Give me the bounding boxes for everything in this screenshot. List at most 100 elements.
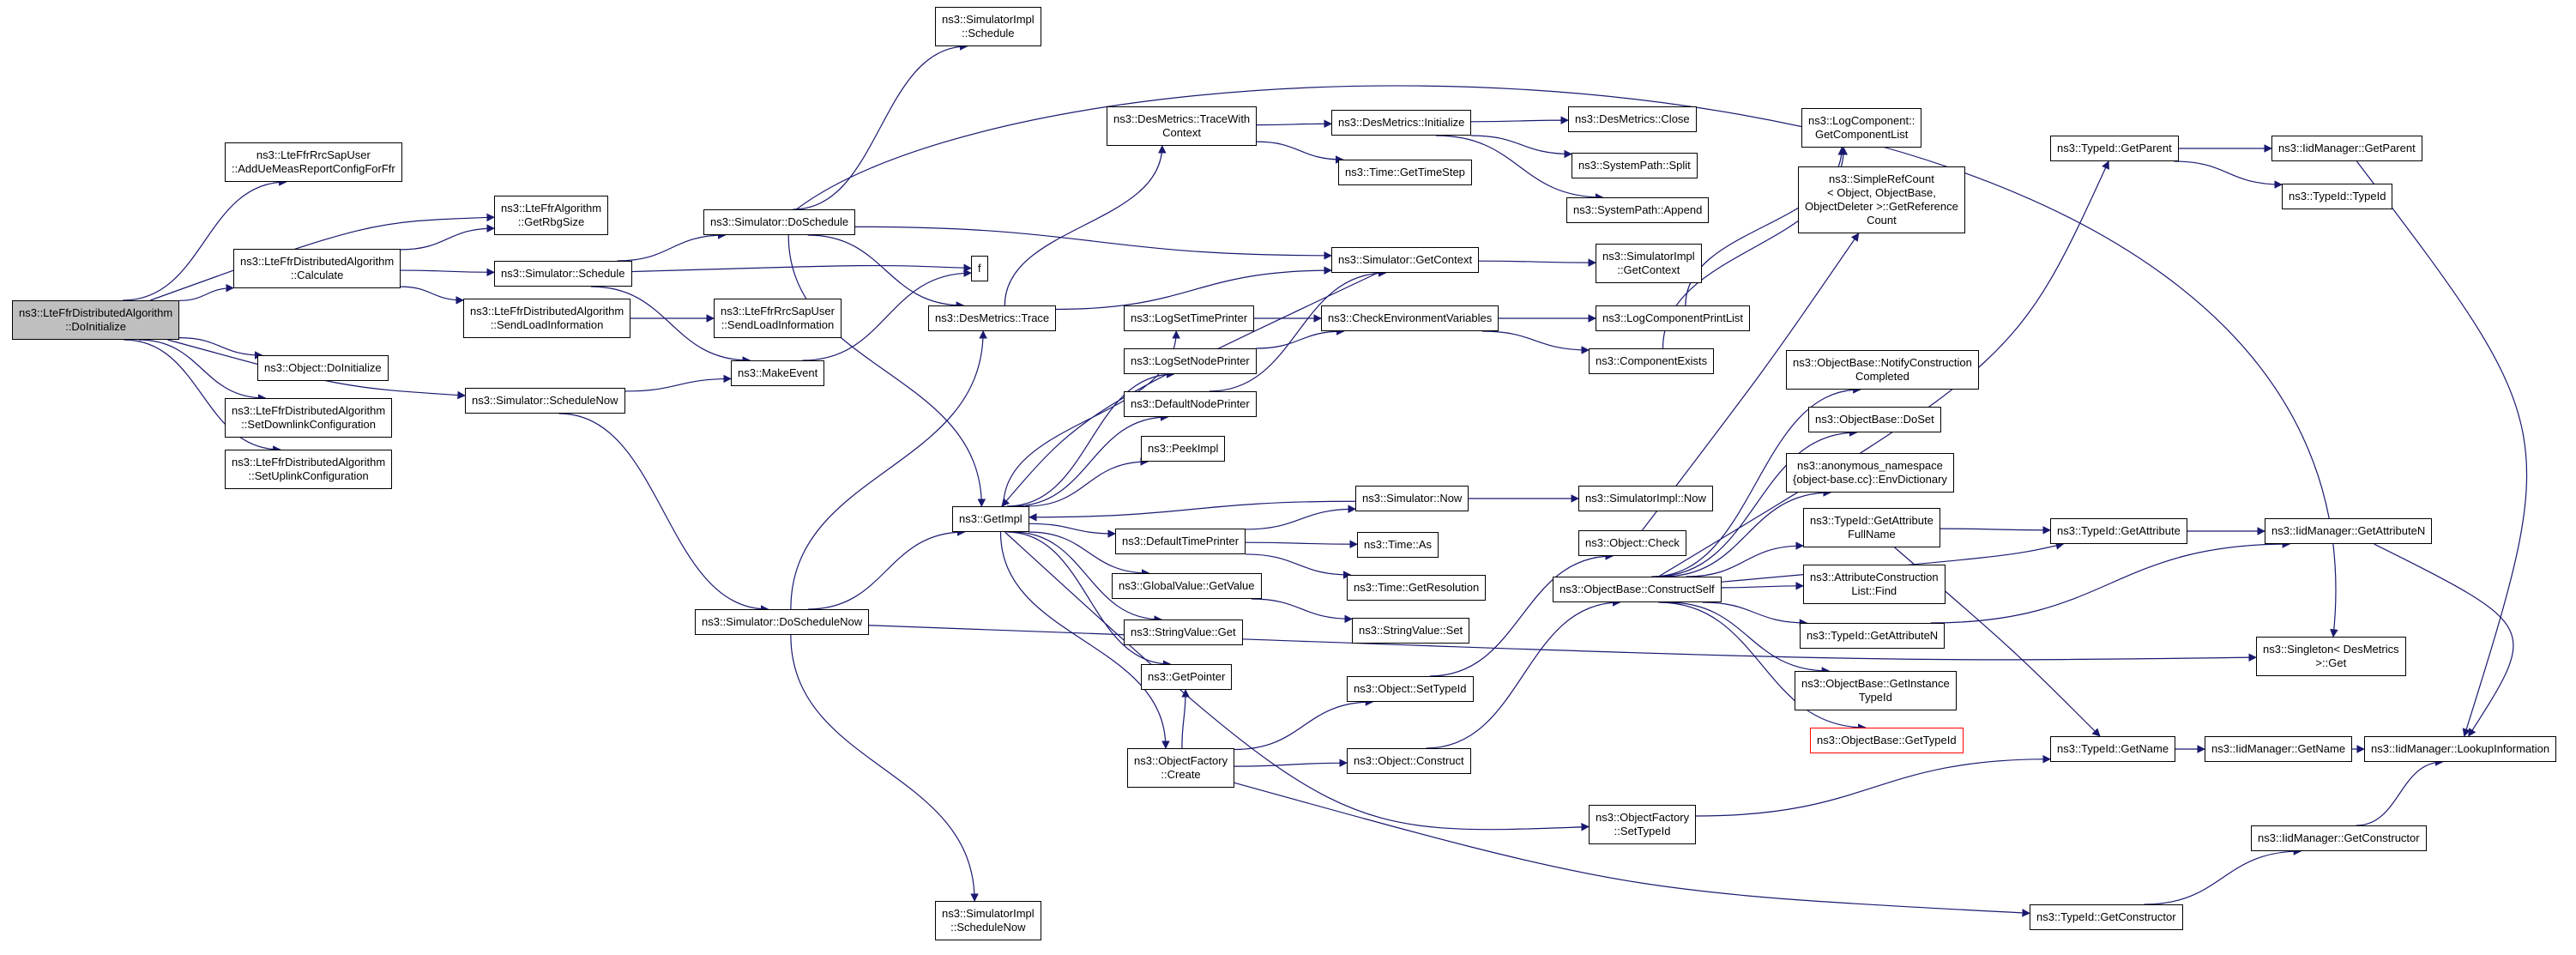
graph-node-objFactoryCreate[interactable]: ns3::ObjectFactory ::Create <box>1127 748 1235 788</box>
graph-node-logSetTimePrinter[interactable]: ns3::LogSetTimePrinter <box>1124 305 1255 331</box>
graph-node-setUplink[interactable]: ns3::LteFfrDistributedAlgorithm ::SetUpl… <box>225 450 393 489</box>
graph-node-sysAppend[interactable]: ns3::SystemPath::Append <box>1566 197 1710 223</box>
call-edge-doInitialize--addUeMeas <box>123 178 287 301</box>
graph-node-simImplSchedule[interactable]: ns3::SimulatorImpl ::Schedule <box>935 7 1041 46</box>
graph-node-singletonGet[interactable]: ns3::Singleton< DesMetrics >::Get <box>2256 637 2406 676</box>
call-edge-objCheck--getRefCount <box>1641 233 1860 531</box>
call-edge-tidGetConstructor--iidGetConstructor <box>2144 847 2302 905</box>
graph-node-fNode[interactable]: f <box>971 256 988 281</box>
graph-node-svGet[interactable]: ns3::StringValue::Get <box>1124 620 1243 645</box>
graph-node-doScheduleNow[interactable]: ns3::Simulator::DoScheduleNow <box>695 609 870 635</box>
graph-node-tidGetConstructor[interactable]: ns3::TypeId::GetConstructor <box>2030 904 2183 930</box>
call-edge-doInitialize--simScheduleNow <box>167 339 466 400</box>
graph-node-getComponentList[interactable]: ns3::LogComponent:: GetComponentList <box>1801 108 1922 148</box>
graph-node-constructSelf[interactable]: ns3::ObjectBase::ConstructSelf <box>1553 577 1722 602</box>
graph-node-tidGetParent[interactable]: ns3::TypeId::GetParent <box>2050 136 2179 161</box>
graph-node-notifyConstruction[interactable]: ns3::ObjectBase::NotifyConstruction Comp… <box>1786 350 1979 390</box>
call-edge-desInitialize--sysSplit <box>1470 135 1572 159</box>
graph-node-sysSplit[interactable]: ns3::SystemPath::Split <box>1572 153 1698 178</box>
call-edge-objSetTypeId--objCheck <box>1429 552 1614 677</box>
graph-node-envDictionary[interactable]: ns3::anonymous_namespace {object-base.cc… <box>1786 453 1954 493</box>
graph-node-svSet[interactable]: ns3::StringValue::Set <box>1352 618 1470 644</box>
graph-node-doSchedule[interactable]: ns3::Simulator::DoSchedule <box>703 209 856 235</box>
graph-node-getImpl[interactable]: ns3::GetImpl <box>952 506 1029 532</box>
graph-node-traceWithContext[interactable]: ns3::DesMetrics::TraceWith Context <box>1107 106 1258 146</box>
call-edge-doSchedule--getContext <box>854 226 1332 260</box>
graph-node-getTimeStep[interactable]: ns3::Time::GetTimeStep <box>1338 160 1472 185</box>
graph-node-setDownlink[interactable]: ns3::LteFfrDistributedAlgorithm ::SetDow… <box>225 398 393 438</box>
graph-node-objSetTypeId[interactable]: ns3::Object::SetTypeId <box>1347 676 1474 702</box>
graph-node-tidGetAttributeN[interactable]: ns3::TypeId::GetAttributeN <box>1800 623 1946 649</box>
call-edge-doScheduleNow--getImpl <box>807 528 966 610</box>
graph-node-obGetTypeId[interactable]: ns3::ObjectBase::GetTypeId <box>1810 728 1964 753</box>
graph-node-logCompPrintList[interactable]: ns3::LogComponentPrintList <box>1596 305 1751 331</box>
graph-node-factorySetTypeId[interactable]: ns3::ObjectFactory ::SetTypeId <box>1589 805 1697 844</box>
call-edge-constructSelf--obGetTypeId <box>1658 601 1867 732</box>
graph-node-implGetContext[interactable]: ns3::SimulatorImpl ::GetContext <box>1596 244 1702 283</box>
call-edge-getImpl--gvGetValue <box>1028 531 1150 577</box>
graph-node-doSet[interactable]: ns3::ObjectBase::DoSet <box>1808 407 1941 432</box>
graph-node-timeGetResolution[interactable]: ns3::Time::GetResolution <box>1347 575 1487 601</box>
call-edge-factorySetTypeId--tidGetName <box>1695 754 2051 817</box>
graph-node-getAttrFullName[interactable]: ns3::TypeId::GetAttribute FullName <box>1803 508 1940 547</box>
call-edge-logSetNodePrinter--checkEnv <box>1256 327 1345 349</box>
call-edge-objFactoryCreate--objConstruct <box>1234 759 1348 767</box>
graph-node-iidGetConstructor[interactable]: ns3::IidManager::GetConstructor <box>2251 825 2427 851</box>
call-edge-iidGetAttributeN--lookupInfo <box>2374 543 2514 737</box>
call-edge-doSchedule--desTrace <box>807 234 965 310</box>
graph-node-desClose[interactable]: ns3::DesMetrics::Close <box>1568 106 1697 132</box>
graph-node-getInstanceTypeId[interactable]: ns3::ObjectBase::GetInstance TypeId <box>1795 671 1957 710</box>
graph-node-aclFind[interactable]: ns3::AttributeConstruction List::Find <box>1803 565 1946 604</box>
call-edge-constructSelf--getAttrFullName <box>1686 541 1804 577</box>
call-edge-desTrace--traceWithContext <box>1004 145 1167 306</box>
graph-node-sendLoadInfoD[interactable]: ns3::LteFfrDistributedAlgorithm ::SendLo… <box>463 299 631 338</box>
call-edge-getContext--getImpl <box>1001 272 1378 507</box>
call-edge-simNow--getImpl <box>1029 500 1356 522</box>
graph-node-doInitialize: ns3::LteFfrDistributedAlgorithm ::DoInit… <box>12 300 180 340</box>
graph-node-iidGetAttributeN[interactable]: ns3::IidManager::GetAttributeN <box>2265 518 2433 544</box>
graph-node-getRbgSize[interactable]: ns3::LteFfrAlgorithm ::GetRbgSize <box>494 196 609 235</box>
graph-node-logSetNodePrinter[interactable]: ns3::LogSetNodePrinter <box>1124 348 1257 374</box>
graph-node-desInitialize[interactable]: ns3::DesMetrics::Initialize <box>1331 110 1472 136</box>
graph-node-defaultNodePrinter[interactable]: ns3::DefaultNodePrinter <box>1124 391 1257 417</box>
graph-node-calculate[interactable]: ns3::LteFfrDistributedAlgorithm ::Calcul… <box>233 249 401 288</box>
graph-node-objDoInit[interactable]: ns3::Object::DoInitialize <box>257 355 389 381</box>
graph-node-componentExists[interactable]: ns3::ComponentExists <box>1589 348 1715 374</box>
graph-node-objCheck[interactable]: ns3::Object::Check <box>1578 530 1686 556</box>
graph-node-gvGetValue[interactable]: ns3::GlobalValue::GetValue <box>1112 573 1262 599</box>
graph-node-iidGetParent[interactable]: ns3::IidManager::GetParent <box>2271 136 2422 161</box>
graph-node-makeEvent[interactable]: ns3::MakeEvent <box>731 360 825 386</box>
graph-node-iidGetName[interactable]: ns3::IidManager::GetName <box>2205 736 2353 762</box>
graph-node-sendLoadInfoRrc[interactable]: ns3::LteFfrRrcSapUser ::SendLoadInformat… <box>714 299 842 338</box>
graph-node-defaultTimePrinter[interactable]: ns3::DefaultTimePrinter <box>1115 529 1246 554</box>
call-edge-doInitialize--getRbgSize <box>149 213 495 301</box>
call-edge-iidGetConstructor--lookupInfo <box>2356 758 2444 826</box>
graph-node-timeAs[interactable]: ns3::Time::As <box>1357 532 1439 558</box>
graph-node-desTrace[interactable]: ns3::DesMetrics::Trace <box>928 305 1057 331</box>
call-edge-constructSelf--getInstanceTypeId <box>1667 601 1831 675</box>
graph-node-simSchedule[interactable]: ns3::Simulator::Schedule <box>494 261 632 287</box>
graph-node-getContext[interactable]: ns3::Simulator::GetContext <box>1331 247 1480 273</box>
call-edge-calculate--sendLoadInfoD <box>400 286 464 305</box>
call-edge-getImpl--peekImpl <box>1025 457 1149 507</box>
graph-node-tidGetAttribute[interactable]: ns3::TypeId::GetAttribute <box>2050 518 2187 544</box>
call-edge-getAttrFullName--tidGetAttribute <box>1940 526 2051 535</box>
graph-node-tidGetName[interactable]: ns3::TypeId::GetName <box>2050 736 2176 762</box>
call-edge-desInitialize--desClose <box>1470 116 1569 124</box>
graph-node-tidTypeId[interactable]: ns3::TypeId::TypeId <box>2282 184 2393 209</box>
graph-node-simNow[interactable]: ns3::Simulator::Now <box>1355 486 1469 511</box>
graph-node-simImplScheduleNow[interactable]: ns3::SimulatorImpl ::ScheduleNow <box>935 901 1041 940</box>
call-edge-getImpl--defaultTimePrinter <box>1029 523 1116 538</box>
graph-node-getRefCount[interactable]: ns3::SimpleRefCount < Object, ObjectBase… <box>1798 166 1965 233</box>
graph-node-simScheduleNow[interactable]: ns3::Simulator::ScheduleNow <box>465 388 625 414</box>
graph-node-checkEnv[interactable]: ns3::CheckEnvironmentVariables <box>1321 305 1499 331</box>
graph-node-getPointer[interactable]: ns3::GetPointer <box>1141 664 1233 690</box>
graph-node-implNow[interactable]: ns3::SimulatorImpl::Now <box>1578 486 1713 511</box>
call-edge-defaultTimePrinter--timeAs <box>1245 540 1358 549</box>
graph-node-objConstruct[interactable]: ns3::Object::Construct <box>1347 748 1471 774</box>
graph-node-lookupInfo[interactable]: ns3::IidManager::LookupInformation <box>2364 736 2557 762</box>
call-edge-constructSelf--doSet <box>1655 428 1858 577</box>
graph-node-peekImpl[interactable]: ns3::PeekImpl <box>1141 436 1226 462</box>
call-edge-getImpl--factorySetTypeId <box>1004 531 1590 831</box>
graph-node-addUeMeas[interactable]: ns3::LteFfrRrcSapUser ::AddUeMeasReportC… <box>225 142 402 182</box>
